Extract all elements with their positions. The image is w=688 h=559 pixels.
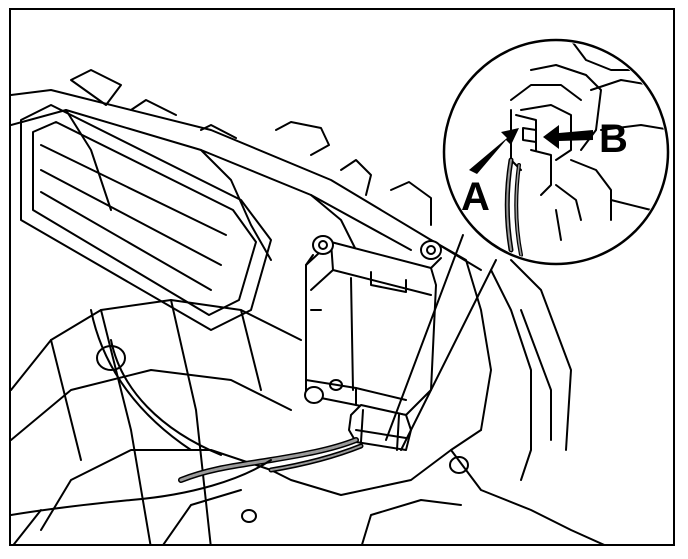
- callout-label-a: A: [461, 175, 490, 219]
- air-duct-frame: [20, 69, 272, 331]
- callout-arrows: [469, 125, 593, 174]
- arrow-b: [543, 125, 593, 149]
- detail-magnifier: [442, 38, 670, 266]
- illustration-frame: A B: [9, 8, 675, 546]
- arrow-a: [469, 128, 519, 174]
- magnify-leader-lines: [385, 234, 497, 451]
- hvac-actuator-diagram: A B: [11, 38, 670, 544]
- housing-brackets: [275, 121, 432, 226]
- callout-label-b: B: [599, 117, 628, 161]
- actuator-motor: [304, 235, 442, 416]
- hvac-housing: [11, 89, 605, 544]
- wire-harness: [11, 309, 364, 516]
